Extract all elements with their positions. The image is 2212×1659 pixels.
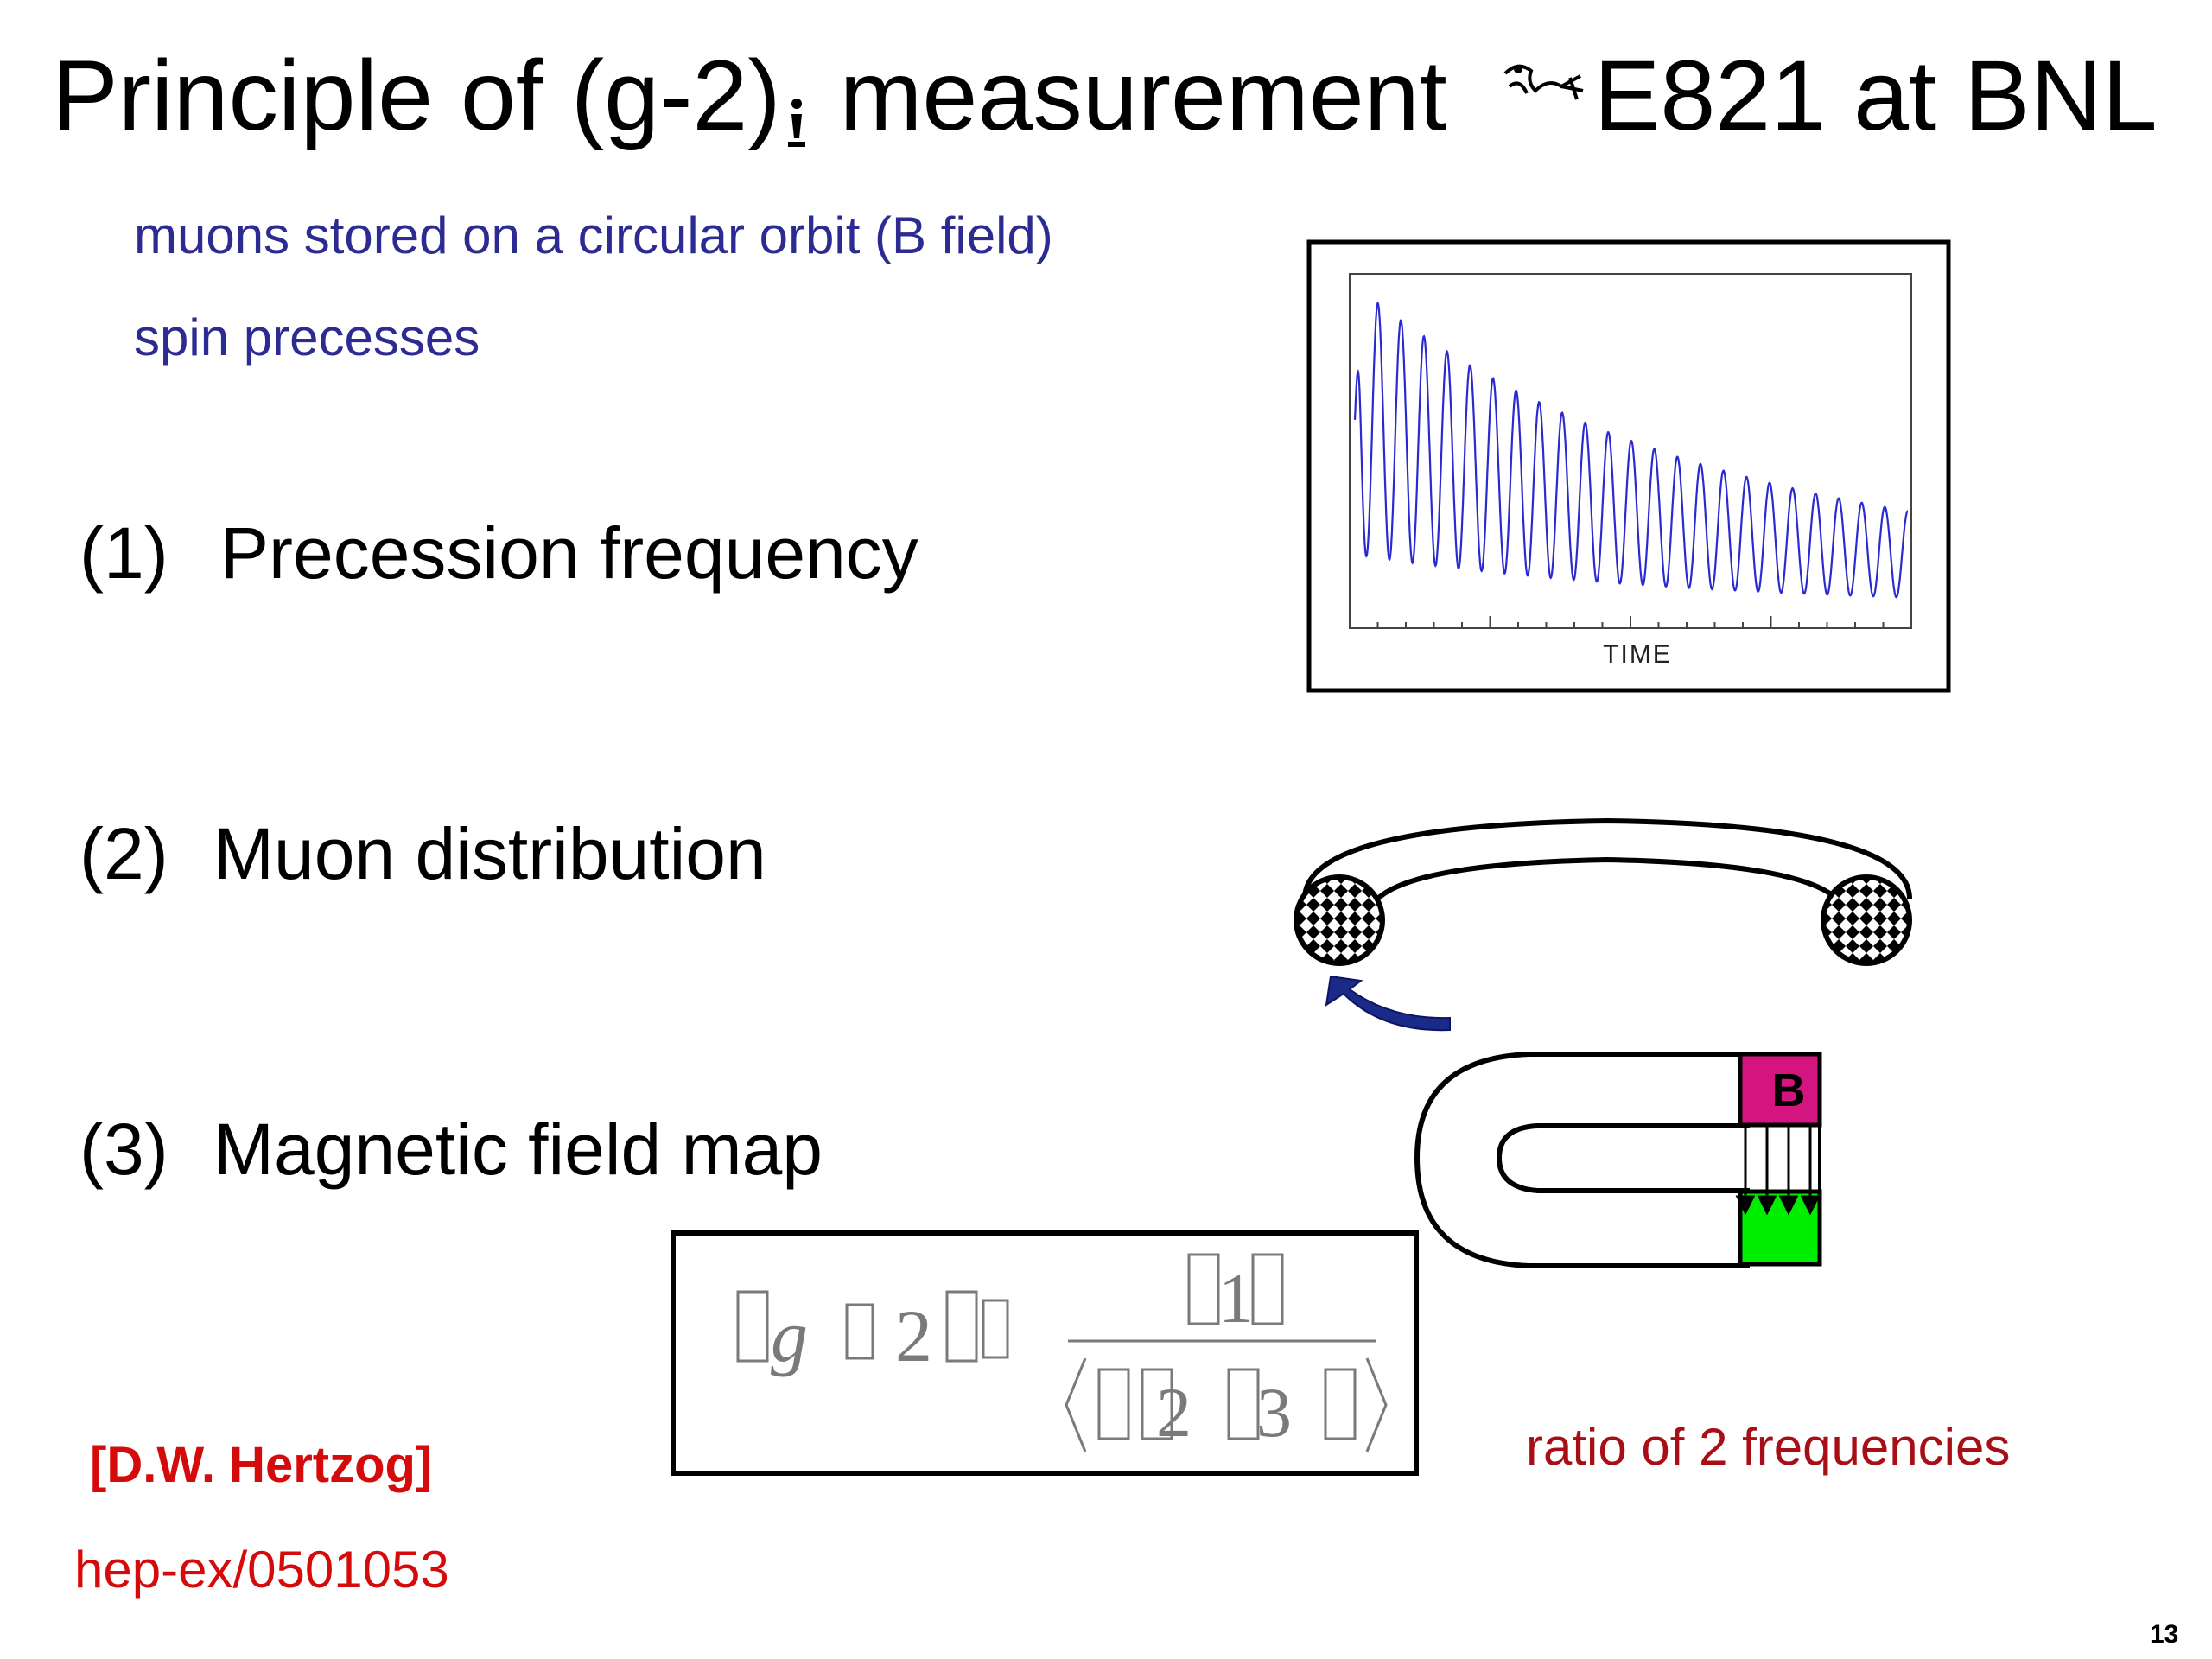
formula-g: g — [771, 1294, 808, 1377]
item-number: (2) — [79, 813, 168, 894]
ring-magnet-diagram: B — [1294, 817, 1912, 1268]
item-label: Magnetic field map — [213, 1109, 823, 1190]
formula-2: 2 — [895, 1294, 932, 1377]
ring-inner-edge — [1367, 856, 1847, 913]
reference-link[interactable]: hep-ex/0501053 — [74, 1541, 449, 1599]
ratio-note: ratio of 2 frequencies — [1526, 1418, 2011, 1476]
beam-cross-section-right — [1821, 874, 1912, 966]
magnet-inner — [1496, 1123, 1694, 1193]
formula-den-3: 3 — [1256, 1373, 1292, 1452]
title-part-2: measurement — [811, 41, 1475, 151]
field-arrows — [1735, 1125, 1821, 1216]
slide-title: Principle of (g-2) measurement E821 at B… — [52, 41, 2158, 156]
credit-author: [D.W. Hertzog] — [90, 1437, 433, 1493]
formula-den-2: 2 — [1156, 1373, 1192, 1452]
plot-x-label: TIME — [1603, 640, 1672, 669]
item-muon-distribution: (2) Muon distribution — [79, 812, 766, 896]
curved-arrow-icon — [1325, 975, 1451, 1032]
precession-wave — [1353, 301, 1909, 599]
beam-cross-section-left — [1294, 874, 1385, 966]
formula-numerator: 1 — [1218, 1259, 1254, 1338]
field-label: B — [1772, 1065, 1806, 1116]
title-part-1: Principle of (g-2) — [52, 41, 781, 151]
formula: g 2 1 2 3 — [736, 1253, 1388, 1452]
item-magnetic-field-map: (3) Magnetic field map — [79, 1108, 823, 1192]
item-number: (3) — [79, 1109, 168, 1190]
item-precession-frequency: (1) Precession frequency — [79, 512, 918, 595]
title-part-3: E821 at BNL — [1593, 41, 2158, 151]
mu-subscript-icon — [787, 99, 805, 147]
magnet-pole-top — [1738, 1052, 1822, 1128]
page-number: 13 — [2150, 1620, 2179, 1649]
item-label: Precession frequency — [220, 512, 918, 594]
magnet-outer — [1414, 1052, 1750, 1268]
item-number: (1) — [79, 512, 168, 594]
formula-box: g 2 1 2 3 — [671, 1230, 1419, 1476]
plot-ticks — [1349, 616, 1912, 628]
bullet-stored-orbit: muons stored on a circular orbit (B fiel… — [134, 207, 1053, 264]
ring-outer-edge — [1302, 817, 1912, 899]
bullet-spin-precesses: spin precesses — [134, 308, 480, 366]
item-label: Muon distribution — [213, 813, 766, 894]
wingdings-icon — [1503, 64, 1584, 100]
precession-plot: TIME — [1306, 239, 1951, 693]
